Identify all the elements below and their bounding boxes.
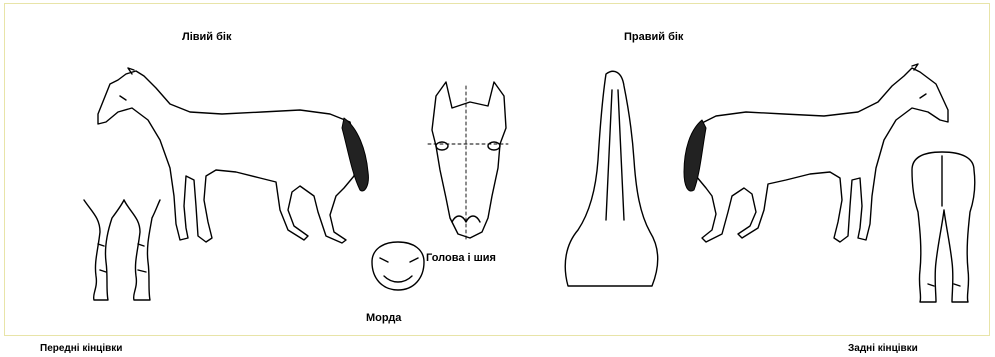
head-front-figure: [428, 82, 508, 240]
horse-left-side-figure: [98, 68, 368, 243]
neck-top-figure: [565, 71, 658, 286]
muzzle-figure: [372, 242, 424, 290]
horse-right-side-figure: [684, 64, 948, 242]
front-limbs-figure: [84, 200, 160, 300]
hind-limbs-rear-figure: [912, 152, 975, 302]
